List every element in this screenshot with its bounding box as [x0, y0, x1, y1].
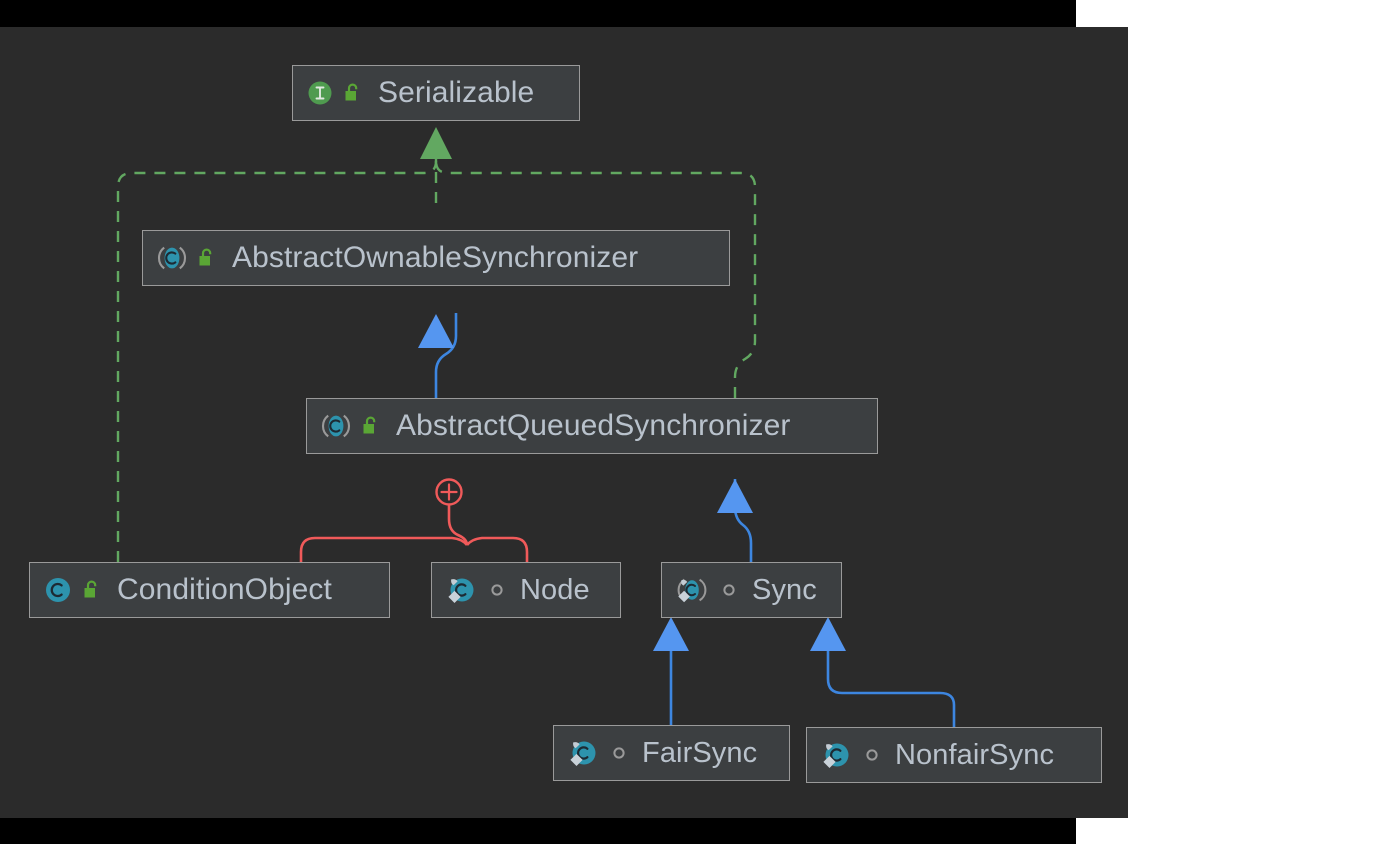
edge-aqs-extends-aos: [418, 313, 458, 398]
uml-diagram-canvas[interactable]: Serializable AbstractOwnableSynchronizer: [0, 27, 1128, 818]
letterbox-bottom: [0, 818, 1076, 844]
static-class-icon: [823, 743, 849, 768]
node-icons: [821, 740, 879, 770]
node-label: FairSync: [642, 736, 758, 769]
node-icons: [307, 80, 362, 106]
node-label: AbstractOwnableSynchronizer: [232, 241, 639, 274]
letterbox-top: [0, 0, 1076, 27]
node-label: AbstractQueuedSynchronizer: [396, 409, 791, 442]
implements-arrowhead-serializable: [420, 127, 452, 159]
public-unlocked-icon: [363, 416, 376, 434]
abstract-class-icon: [322, 414, 350, 438]
node-sync[interactable]: Sync: [661, 562, 842, 618]
edge-fair-sync-extends-sync: [653, 617, 689, 725]
node-label: Node: [520, 573, 590, 606]
node-fair-sync[interactable]: FairSync: [553, 725, 790, 781]
node-icons: [676, 575, 736, 605]
static-class-icon: [448, 578, 474, 603]
node-label: ConditionObject: [117, 573, 332, 606]
node-icons: [568, 738, 626, 768]
node-label: NonfairSync: [895, 738, 1055, 771]
abstract-static-class-icon: [677, 578, 707, 603]
node-abstract-queued-synchronizer[interactable]: AbstractQueuedSynchronizer: [306, 398, 878, 454]
package-private-icon: [723, 584, 735, 596]
package-private-icon: [613, 747, 625, 759]
public-unlocked-icon: [84, 580, 97, 598]
node-icons: [446, 575, 504, 605]
node-serializable[interactable]: Serializable: [292, 65, 580, 121]
node-label: Serializable: [378, 76, 535, 109]
edge-inner-class-group: [299, 478, 529, 562]
package-private-icon: [491, 584, 503, 596]
node-icons: [157, 244, 216, 272]
package-private-icon: [866, 749, 878, 761]
node-nonfair-sync[interactable]: NonfairSync: [806, 727, 1102, 783]
public-unlocked-icon: [345, 83, 358, 101]
static-class-icon: [570, 741, 596, 766]
edge-condition-object-implements-serializable: [116, 160, 438, 562]
node-icons: [44, 576, 101, 604]
public-unlocked-icon: [199, 248, 212, 266]
abstract-class-icon: [158, 246, 186, 270]
node-label: Sync: [752, 573, 817, 606]
edge-layer: [116, 127, 956, 727]
plus-circle-icon: [435, 478, 463, 506]
edge-sync-extends-aqs: [717, 479, 753, 562]
interface-icon: [308, 81, 332, 105]
node-abstract-ownable-synchronizer[interactable]: AbstractOwnableSynchronizer: [142, 230, 730, 286]
node-node[interactable]: Node: [431, 562, 621, 618]
node-icons: [321, 412, 380, 440]
node-condition-object[interactable]: ConditionObject: [29, 562, 390, 618]
edge-nonfair-sync-extends-sync: [810, 617, 956, 727]
class-icon: [46, 578, 70, 602]
edge-aqs-implements-serializable: [434, 160, 757, 398]
